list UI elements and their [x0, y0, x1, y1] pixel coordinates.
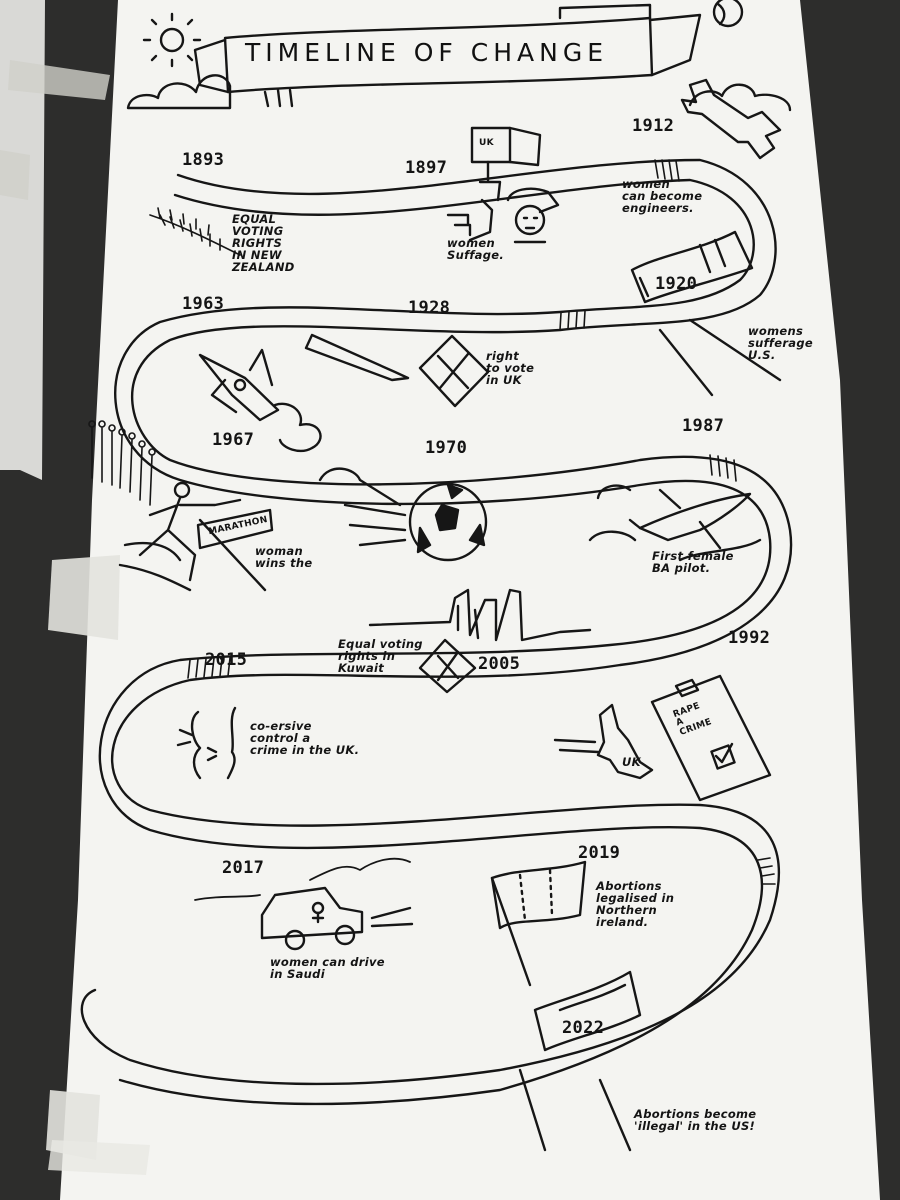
tape-strip	[0, 150, 30, 200]
sign-label: UK	[479, 138, 494, 148]
map-label: UK	[622, 755, 641, 769]
tape-strip	[8, 60, 110, 100]
year-label: 1987	[682, 416, 725, 436]
protest-sign-icon	[470, 126, 542, 202]
event-caption: women can become engineers.	[622, 177, 703, 216]
road-edge	[658, 318, 782, 397]
pencil-icon	[304, 333, 410, 382]
flag-icon	[533, 970, 642, 1052]
city-skyline-icon	[368, 588, 592, 642]
title-banner	[193, 3, 702, 108]
year-label: 1893	[182, 150, 225, 170]
year-label: 2019	[578, 843, 621, 863]
clipboard-icon	[650, 674, 772, 802]
year-label: 1963	[182, 294, 225, 314]
paper-sheet	[60, 0, 880, 1200]
year-label: 1928	[408, 298, 451, 318]
event-caption: co-ersive control a crime in the UK.	[250, 719, 360, 758]
fern-leaf-icon	[149, 207, 241, 256]
mountains-icon	[194, 857, 411, 901]
year-label: 2015	[205, 650, 248, 670]
ballot-box-icon	[418, 334, 490, 408]
event-caption: EQUAL VOTING RIGHTS IN NEW ZEALAND	[232, 212, 295, 275]
rocket-icon	[198, 348, 322, 453]
speed-lines	[553, 738, 600, 754]
year-label: 2017	[222, 858, 265, 878]
ballot-box-icon	[418, 638, 477, 694]
tape-strip	[48, 555, 120, 640]
marathon-banner	[196, 508, 274, 550]
football-icon	[318, 467, 488, 562]
event-caption: Abortions legalised in Northern ireland.	[596, 879, 675, 930]
sun-icon	[142, 12, 202, 68]
flag-icon	[490, 860, 587, 987]
page-title: TIMELINE OF CHANGE	[245, 38, 608, 67]
event-caption: woman wins the	[255, 544, 313, 571]
event-caption: womens sufferage U.S.	[748, 324, 814, 363]
year-label: 1970	[425, 438, 468, 458]
event-caption: First female BA pilot.	[652, 549, 734, 576]
side-paper	[0, 0, 45, 480]
year-label: 1920	[655, 274, 698, 294]
year-label: 1992	[728, 628, 771, 648]
year-label: 2005	[478, 654, 521, 674]
event-caption: women Suffage.	[447, 236, 505, 263]
runner-icon	[118, 481, 267, 592]
car-icon	[260, 886, 414, 951]
timeline-road	[80, 158, 793, 1086]
road-edge	[518, 1068, 632, 1152]
year-label: 1912	[632, 116, 675, 136]
event-caption: Equal voting rights in Kuwait	[338, 637, 423, 676]
podium-icon	[446, 198, 494, 242]
wrench-icon	[680, 78, 782, 160]
event-caption: women can drive in Saudi	[270, 955, 385, 982]
year-label: 1897	[405, 158, 448, 178]
ball-icon	[712, 0, 744, 28]
flag-icon	[630, 230, 754, 304]
suffragette-face-icon	[506, 187, 560, 244]
cloud-icon	[688, 83, 792, 112]
year-label: 1967	[212, 430, 255, 450]
tape-strip	[48, 1140, 150, 1175]
airplane-icon	[588, 484, 762, 562]
year-label: 2022	[562, 1018, 605, 1038]
event-caption: right to vote in UK	[486, 349, 535, 388]
uk-map-icon	[596, 703, 654, 780]
event-caption: Abortions become 'illegal' in the US!	[634, 1107, 757, 1134]
faces-icon	[176, 706, 237, 780]
cloud-icon	[126, 74, 232, 110]
crowd-icon	[88, 420, 156, 506]
road-hatching	[187, 159, 776, 885]
